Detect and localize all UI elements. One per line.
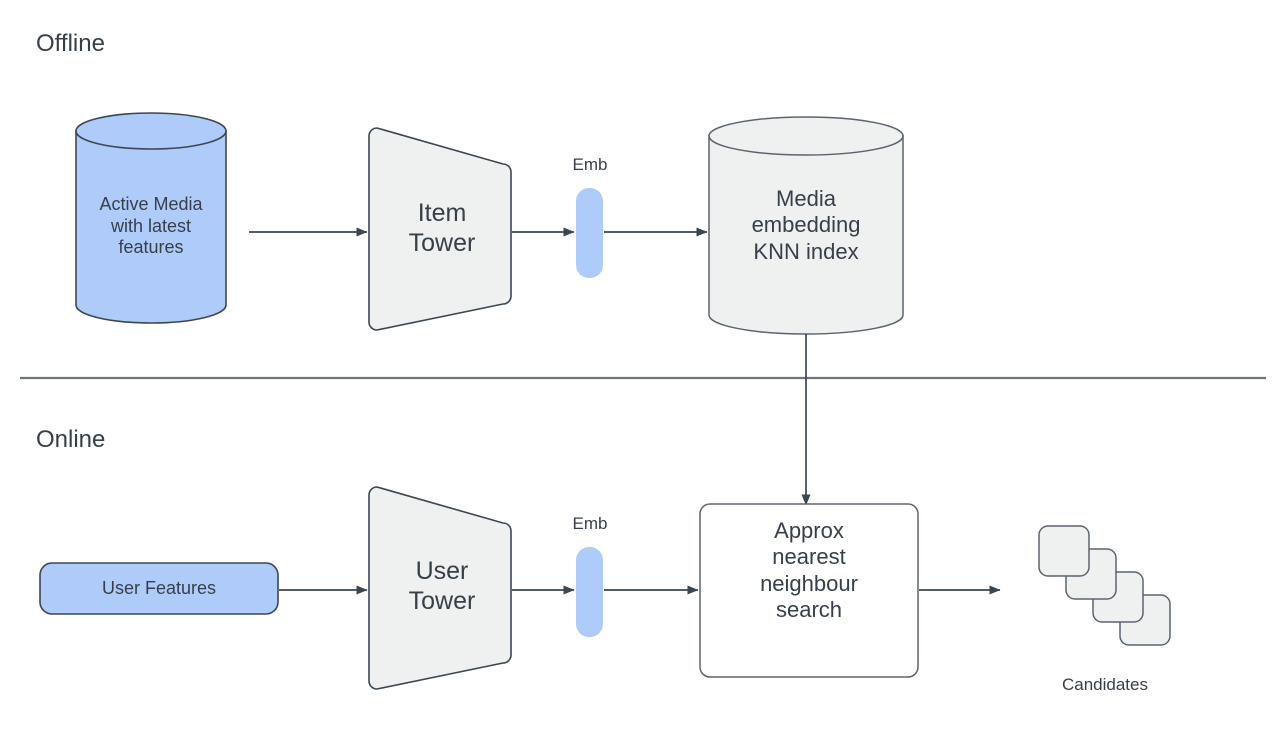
hit-source-db[interactable]: [76, 113, 226, 323]
hit-ann-search[interactable]: [700, 504, 918, 677]
node-online-embedding[interactable]: [576, 547, 603, 637]
node-ann-search[interactable]: [699, 503, 919, 678]
hit-knn-index[interactable]: [709, 117, 903, 334]
node-user-tower[interactable]: [368, 486, 512, 690]
hit-user-tower[interactable]: [369, 487, 511, 689]
hit-candidates[interactable]: [1039, 526, 1170, 645]
node-knn-index[interactable]: [708, 116, 904, 335]
node-user-features[interactable]: [39, 562, 279, 615]
node-offline-embedding[interactable]: [576, 188, 603, 278]
node-candidates-stack[interactable]: [1038, 525, 1171, 646]
hit-item-tower[interactable]: [369, 128, 511, 330]
node-item-tower[interactable]: [368, 127, 512, 331]
node-source-db[interactable]: [75, 112, 227, 324]
hit-online-embedding[interactable]: [576, 547, 603, 637]
hit-offline-embedding[interactable]: [576, 188, 603, 278]
hit-user-features[interactable]: [40, 563, 278, 614]
